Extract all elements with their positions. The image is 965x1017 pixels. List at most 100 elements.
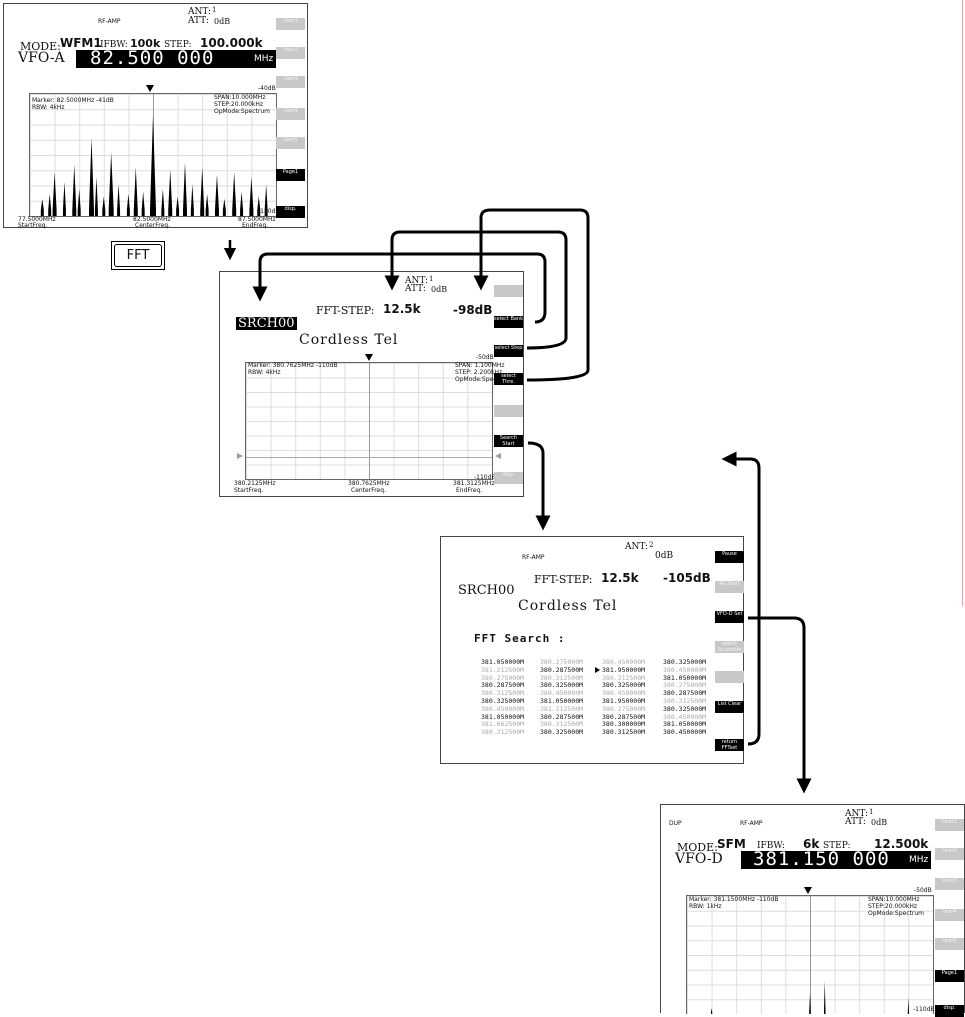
fft-step-value: 12.5k — [601, 571, 639, 585]
ant-label: ANT: — [188, 7, 212, 17]
frequency-entry: 380.300000M — [602, 720, 646, 729]
softkey-5[interactable]: User5 — [276, 137, 305, 149]
opmode-readout: OpMode:Spectrum — [214, 108, 270, 115]
spectrum-peak — [168, 169, 173, 216]
frequency-entry: 380.450000M — [602, 689, 646, 698]
marker-readout: Marker: 381.1500MHz -110dB — [689, 896, 779, 903]
threshold-value: -98dB — [453, 303, 493, 317]
start-freq: 77.5000MHz — [18, 216, 56, 223]
softkey-7[interactable]: disp. — [276, 206, 305, 218]
softkey-7[interactable]: return FFTset — [715, 739, 744, 751]
softkey-4[interactable]: select Thre. — [494, 373, 523, 385]
center-marker-line — [369, 363, 370, 479]
frequency-entry: 380.287500M — [540, 712, 584, 721]
step-readout: STEP: 2.200kHz — [455, 369, 503, 376]
rbw-readout: RBW: 4kHz — [248, 369, 281, 376]
softkey-1[interactable] — [494, 285, 523, 297]
spectrum-peak — [117, 184, 121, 216]
spectrum-peak — [232, 172, 237, 216]
softkey-5[interactable] — [715, 671, 744, 683]
step-readout: STEP:20.000kHz — [214, 101, 264, 108]
spectrum-peak — [214, 174, 219, 216]
softkey-2[interactable]: Re Start — [715, 581, 744, 593]
frequency-entry: 380.275000M — [602, 704, 646, 713]
center-freq: 380.7625MHz — [348, 480, 390, 487]
frequency-entry: 380.275000M — [663, 681, 707, 690]
softkey-6[interactable]: List Clear — [715, 701, 744, 713]
frequency-display — [741, 851, 931, 869]
spectrum-peak — [264, 184, 268, 216]
rbw-readout: RBW: 4kHz — [32, 104, 65, 111]
softkey-6[interactable]: Page1 — [276, 169, 305, 181]
softkey-3[interactable]: select Step — [494, 345, 523, 357]
fft-step-label: FFT-STEP: — [534, 573, 593, 586]
ant-label: ANT: — [625, 542, 649, 552]
ant-label: ANT: — [405, 276, 429, 286]
frequency-entry: 380.450000M — [481, 704, 525, 713]
frequency-entry: 381.050000M — [481, 712, 525, 721]
frequency-entry: 381.212500M — [481, 665, 525, 674]
att-value: 0dB — [871, 818, 888, 827]
softkey-1[interactable]: User1 — [935, 819, 964, 831]
spectrum-peak — [108, 152, 114, 216]
marker-triangle-icon — [365, 354, 373, 361]
spectrum-graph — [686, 895, 934, 1014]
softkey-1[interactable]: User1 — [276, 18, 305, 30]
softkey-2[interactable]: User2 — [935, 848, 964, 860]
fft-key: FFT — [111, 241, 165, 270]
spectrum-peak — [823, 980, 826, 1014]
spectrum-peak — [141, 191, 145, 216]
spectrum-peak — [62, 181, 66, 216]
frequency-entry: 380.450000M — [663, 728, 707, 737]
start-freq: 380.2125MHz — [234, 480, 276, 487]
frequency-entry: 380.450000M — [540, 689, 584, 698]
softkey-6[interactable]: Page1 — [935, 970, 964, 982]
softkey-6[interactable]: Search Start — [494, 435, 523, 447]
frequency-entry: 380.312500M — [602, 673, 646, 682]
spectrum-peak — [102, 196, 106, 216]
ant-number: 1 — [429, 275, 434, 283]
softkey-1[interactable]: Pause — [715, 551, 744, 563]
softkey-2[interactable]: User2 — [276, 47, 305, 59]
end-freq-label: EndFreq. — [456, 487, 483, 494]
center-freq-label: CenterFreq. — [351, 487, 386, 494]
softkey-4[interactable]: User4 — [935, 909, 964, 921]
frequency-entry: 380.312500M — [540, 673, 584, 682]
spectrum-peak — [133, 167, 138, 216]
softkey-5[interactable]: User5 — [935, 938, 964, 950]
spectrum-peak — [48, 194, 52, 216]
frequency-unit: MHz — [254, 54, 274, 64]
vfo-label: VFO-D — [675, 851, 723, 867]
spectrum-peak — [40, 198, 44, 216]
softkey-4[interactable]: User4 — [276, 108, 305, 120]
softkey-3[interactable]: User3 — [276, 76, 305, 88]
search-bank-label: SRCH00 — [458, 583, 515, 598]
bottom-level: -110dB — [258, 208, 280, 215]
spectrum-peak — [77, 189, 81, 216]
att-value: 0dB — [431, 285, 448, 294]
ant-number: 1 — [869, 808, 874, 816]
mode-value: SFM — [717, 837, 746, 851]
rbw-readout: RBW: 1kHz — [689, 903, 722, 910]
spectrum-peak — [126, 194, 130, 216]
end-freq: 87.5000MHz — [238, 216, 276, 223]
softkey-5[interactable] — [494, 405, 523, 417]
arrow-select-bank — [252, 252, 547, 324]
ant-label: ANT: — [845, 809, 869, 819]
softkey-3[interactable]: VFO-D Set — [715, 611, 744, 623]
softkey-4[interactable]: select Scramble — [715, 641, 744, 653]
frequency-entry: 380.325000M — [602, 681, 646, 690]
softkey-2[interactable]: select Bank — [494, 316, 523, 328]
att-label: ATT: — [845, 817, 866, 827]
softkey-7[interactable]: disp. — [494, 472, 523, 484]
softkey-3[interactable]: User3 — [935, 878, 964, 890]
marker-triangle-icon — [146, 85, 154, 92]
frequency-entry: 380.287500M — [663, 689, 707, 698]
marker-readout: Marker: 380.7625MHz -110dB — [248, 362, 338, 369]
search-name: Cordless Tel — [518, 598, 618, 614]
spectrum-peak — [222, 198, 226, 216]
ant-number: 2 — [649, 541, 654, 549]
